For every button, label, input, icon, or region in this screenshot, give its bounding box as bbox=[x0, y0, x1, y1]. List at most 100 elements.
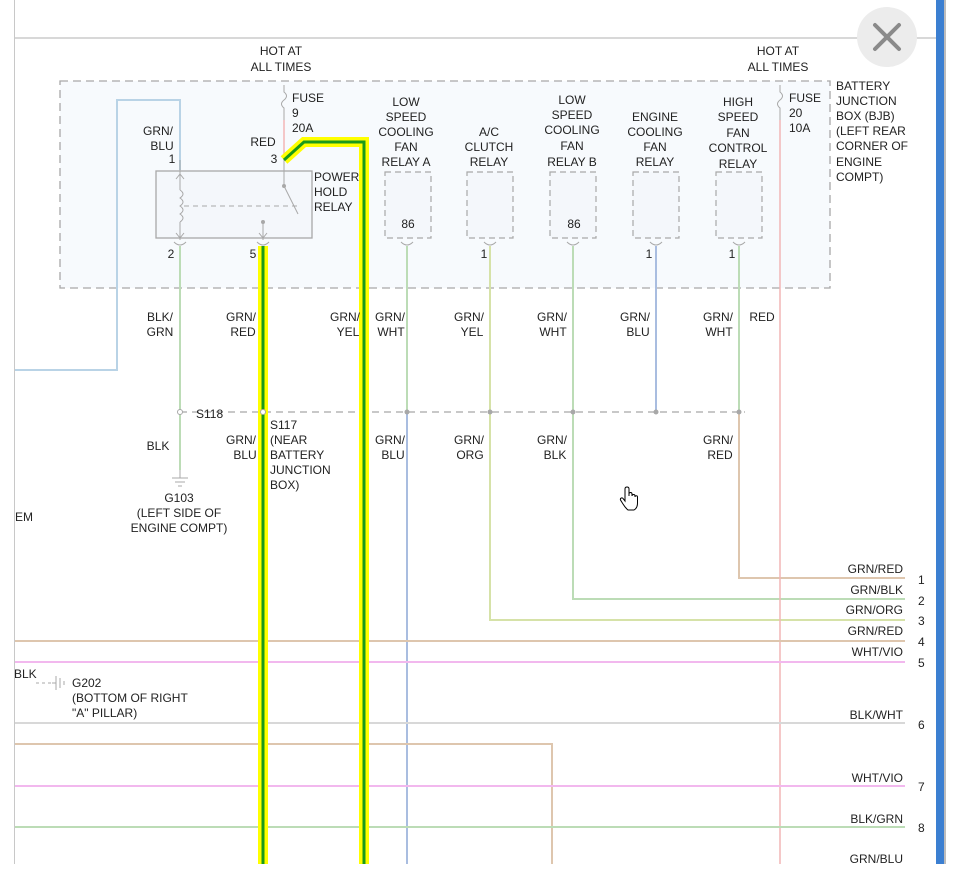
wire-grn-org bbox=[489, 412, 905, 621]
wire-label-grn-blu-lsa-2: BLU bbox=[381, 448, 404, 462]
svg-text:CLUTCH: CLUTCH bbox=[465, 140, 514, 154]
wire-label-grn-wht-lsb-1: GRN/ bbox=[537, 310, 568, 324]
wire-label-red-right: RED bbox=[749, 310, 775, 324]
pin-ac-label: 1 bbox=[481, 247, 488, 261]
phr-pin5-label: 5 bbox=[250, 247, 257, 261]
wire-label-blk-grn-2: GRN bbox=[147, 325, 174, 339]
connector-row-label: BLK/WHT bbox=[850, 708, 904, 722]
window-edge bbox=[944, 0, 946, 864]
connector-row-pin: 5 bbox=[918, 656, 925, 670]
connector-row-label: GRN/ORG bbox=[846, 603, 903, 617]
hot-at-all-times-left-2: ALL TIMES bbox=[251, 60, 312, 74]
fuse-9-label-1: FUSE bbox=[292, 91, 324, 105]
svg-text:BATTERY: BATTERY bbox=[836, 79, 890, 93]
connector-row-label: GRN/RED bbox=[848, 624, 904, 638]
svg-text:POWER: POWER bbox=[314, 170, 360, 184]
svg-text:CONTROL: CONTROL bbox=[709, 141, 768, 155]
svg-text:SPEED: SPEED bbox=[718, 110, 759, 124]
left-window-border bbox=[0, 0, 15, 864]
svg-text:CORNER OF: CORNER OF bbox=[836, 139, 908, 153]
left-blk-label: BLK bbox=[14, 667, 37, 681]
svg-text:RELAY B: RELAY B bbox=[547, 155, 597, 169]
svg-text:COOLING: COOLING bbox=[544, 123, 599, 137]
wire-left-loop bbox=[14, 99, 181, 371]
pin-lsb-label: 86 bbox=[567, 217, 581, 231]
wire-label-grn-red-hsf-1: GRN/ bbox=[703, 433, 734, 447]
svg-text:COOLING: COOLING bbox=[627, 125, 682, 139]
power-hold-relay-label: POWER HOLD RELAY bbox=[314, 170, 360, 214]
left-truncated-em-label: EM bbox=[15, 510, 33, 524]
svg-text:RELAY: RELAY bbox=[314, 200, 352, 214]
svg-text:COOLING: COOLING bbox=[378, 125, 433, 139]
svg-text:BOX): BOX) bbox=[270, 478, 299, 492]
relay-switch-dot-2 bbox=[261, 220, 265, 224]
splice-dot-lsa bbox=[404, 409, 410, 415]
svg-text:COMPT): COMPT) bbox=[836, 170, 883, 184]
relay-pin5-connector bbox=[256, 241, 270, 246]
phr-pin1-wire-label-1: GRN/ bbox=[143, 124, 174, 138]
wire-label-grn-blk-2: BLK bbox=[544, 448, 567, 462]
connector-rows: GRN/RED 1 GRN/BLK 2 GRN/ORG 3 GRN/RED 4 … bbox=[846, 562, 925, 866]
relay-coil bbox=[179, 189, 184, 223]
highlighted-circuit bbox=[258, 137, 369, 864]
svg-text:BATTERY: BATTERY bbox=[270, 448, 324, 462]
svg-text:RELAY: RELAY bbox=[636, 155, 674, 169]
svg-text:G202: G202 bbox=[72, 676, 102, 690]
relay-lsa-connector bbox=[400, 241, 414, 246]
relay-ecf-connector bbox=[649, 241, 663, 246]
splice-s118-label: S118 bbox=[196, 407, 223, 421]
wire-grn-red-hsf bbox=[738, 412, 905, 579]
ground-g103-label: G103 (LEFT SIDE OF ENGINE COMPT) bbox=[131, 491, 228, 535]
relay-low-speed-b-label: LOW SPEED COOLING FAN RELAY B bbox=[544, 93, 599, 169]
relay-low-speed-a-box bbox=[384, 171, 432, 239]
svg-text:(LEFT SIDE OF: (LEFT SIDE OF bbox=[137, 506, 221, 520]
scroll-track[interactable] bbox=[936, 0, 944, 864]
power-hold-relay-box bbox=[155, 170, 313, 239]
connector-row-label: GRN/BLK bbox=[850, 583, 903, 597]
phr-pin1-wire-label-2: BLU bbox=[150, 139, 173, 153]
wire-label-grn-blu-5-2: BLU bbox=[233, 448, 256, 462]
wire-left-orange-drop bbox=[14, 743, 553, 864]
relay-switch-dot-1 bbox=[282, 184, 286, 188]
relay-pin2-arrow bbox=[175, 232, 185, 239]
close-button[interactable] bbox=[857, 7, 917, 67]
relay-ac-clutch-box bbox=[466, 171, 514, 239]
wire-label-grn-wht-lsb-2: WHT bbox=[539, 325, 567, 339]
wire-label-grn-blu-lsa-1: GRN/ bbox=[375, 433, 406, 447]
right-scrollbar-edge[interactable] bbox=[936, 0, 956, 864]
wire-label-grn-org-2: ORG bbox=[456, 448, 483, 462]
svg-text:JUNCTION: JUNCTION bbox=[836, 94, 897, 108]
relay-high-speed-box bbox=[715, 171, 763, 239]
splice-dot-lsb bbox=[570, 409, 576, 415]
relay-high-speed-label: HIGH SPEED FAN CONTROL RELAY bbox=[709, 95, 768, 171]
svg-text:(NEAR: (NEAR bbox=[270, 433, 308, 447]
svg-text:LOW: LOW bbox=[392, 95, 420, 109]
connector-row-label: WHT/VIO bbox=[852, 771, 903, 785]
svg-text:"A" PILLAR): "A" PILLAR) bbox=[72, 706, 137, 720]
svg-text:SPEED: SPEED bbox=[386, 110, 427, 124]
svg-text:G103: G103 bbox=[164, 491, 194, 505]
svg-text:BOX (BJB): BOX (BJB) bbox=[836, 109, 895, 123]
relay-low-speed-b-box bbox=[549, 171, 597, 239]
splice-dot-ac bbox=[487, 409, 493, 415]
relay-low-speed-a-label: LOW SPEED COOLING FAN RELAY A bbox=[378, 95, 433, 169]
splice-dot-ecf bbox=[653, 409, 659, 415]
connector-row-label: GRN/BLU bbox=[850, 852, 903, 864]
connector-row-label: GRN/RED bbox=[848, 562, 904, 576]
connector-row-pin: 8 bbox=[918, 821, 925, 835]
ground-g202-label: G202 (BOTTOM OF RIGHT "A" PILLAR) bbox=[72, 676, 188, 720]
wire-label-grn-wht-lsa-1: GRN/ bbox=[375, 310, 406, 324]
wire-label-blk: BLK bbox=[147, 439, 170, 453]
connector-row-pin: 3 bbox=[918, 614, 925, 628]
svg-text:RELAY: RELAY bbox=[719, 157, 757, 171]
wire-label-grn-org-1: GRN/ bbox=[454, 433, 485, 447]
connector-row-pin: 2 bbox=[918, 594, 925, 608]
wire-label-grn-wht-lsa-2: WHT bbox=[377, 325, 405, 339]
svg-text:ENGINE COMPT): ENGINE COMPT) bbox=[131, 521, 228, 535]
phr-pin3-wire-label: RED bbox=[250, 135, 276, 149]
phr-pin1-label: 1 bbox=[169, 152, 176, 166]
svg-text:JUNCTION: JUNCTION bbox=[270, 463, 331, 477]
wire-label-grn-yel-ac-2: YEL bbox=[461, 325, 484, 339]
relay-engine-cooling-box bbox=[632, 171, 680, 239]
